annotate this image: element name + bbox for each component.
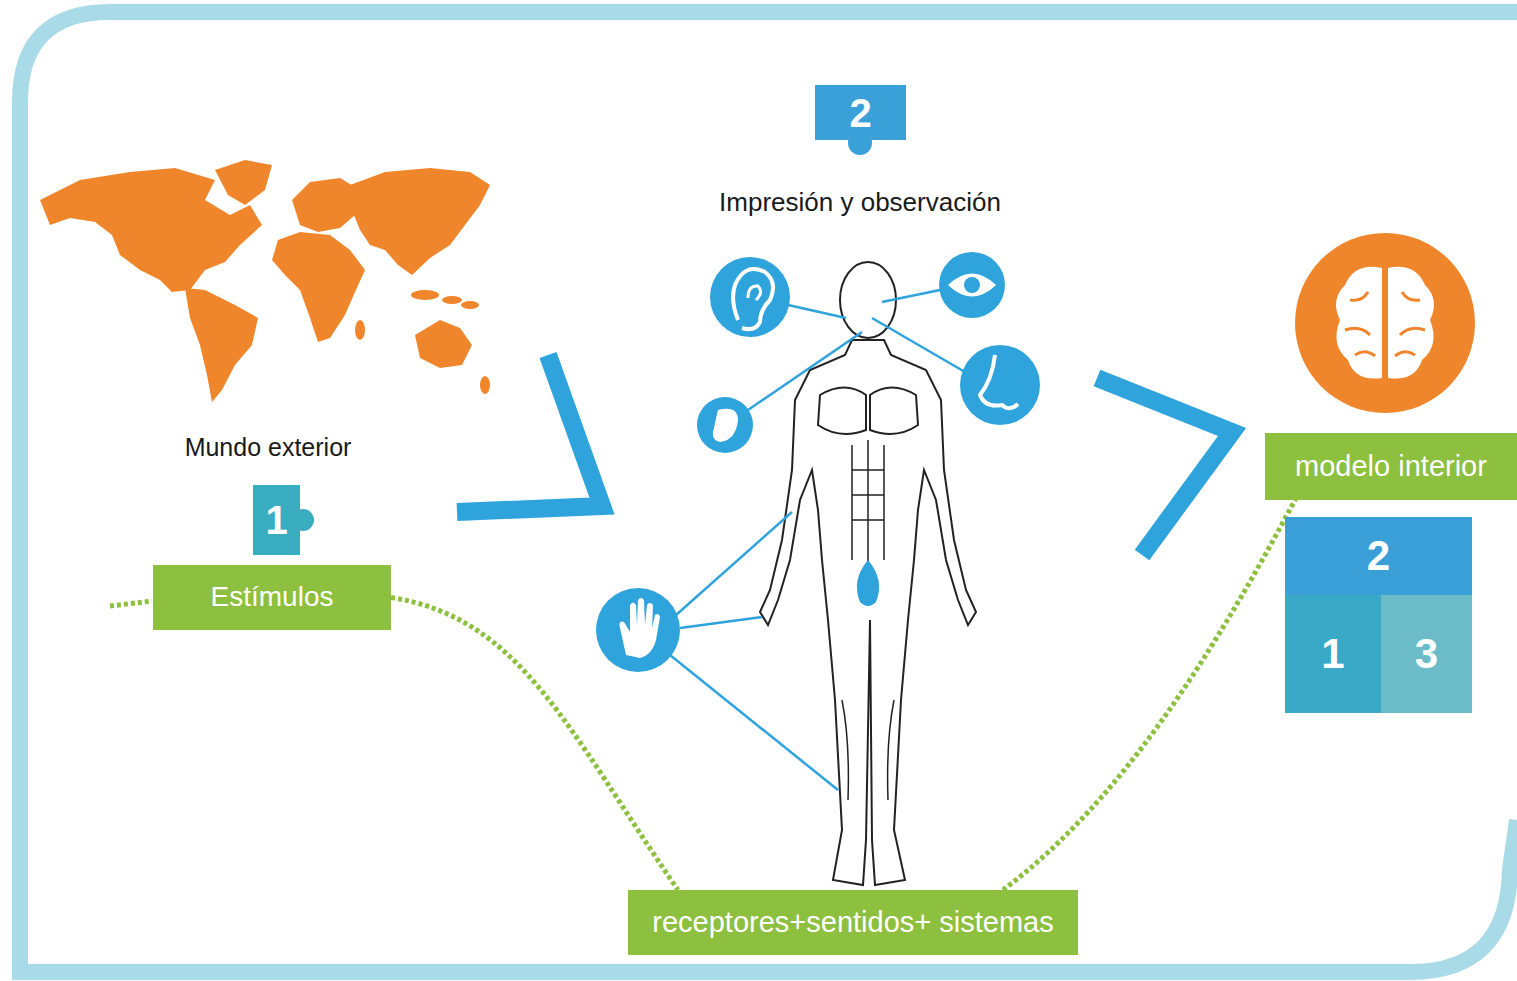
stage-box: receptores+sentidos+ sistemas	[628, 890, 1078, 955]
stage-box: modelo interior	[1265, 433, 1517, 500]
node-text: 1	[1321, 631, 1344, 677]
leader-lines	[670, 290, 965, 790]
organ-leaf	[857, 560, 879, 606]
sense-icons	[596, 252, 1040, 672]
flow-chevron	[457, 355, 602, 512]
node-text: 2	[849, 91, 871, 135]
node-text: 2	[1367, 533, 1390, 579]
dashed-connector	[391, 598, 678, 891]
dashed-connector	[1003, 500, 1295, 890]
human-figure	[760, 262, 976, 885]
puzzle-piece: 3	[1381, 595, 1472, 713]
stage-badge: 2	[815, 85, 906, 140]
flow-chevron	[1097, 378, 1232, 555]
frame	[20, 12, 1517, 972]
dashed-stub	[110, 601, 152, 606]
node-text: Estímulos	[211, 582, 334, 613]
brain-icon	[1295, 233, 1475, 413]
world-map	[40, 160, 490, 402]
node-text: 3	[1415, 631, 1438, 677]
caption-label: Mundo exterior	[185, 434, 352, 462]
puzzle-piece: 1	[1285, 595, 1381, 713]
node-text: receptores+sentidos+ sistemas	[652, 907, 1053, 939]
node-text: 1	[265, 498, 287, 542]
node-text: modelo interior	[1295, 451, 1487, 483]
stage-box: Estímulos	[153, 565, 391, 630]
puzzle-piece: 2	[1285, 517, 1472, 595]
caption-label: Impresión y observación	[719, 188, 1001, 217]
stage-badge: 1	[253, 485, 300, 555]
